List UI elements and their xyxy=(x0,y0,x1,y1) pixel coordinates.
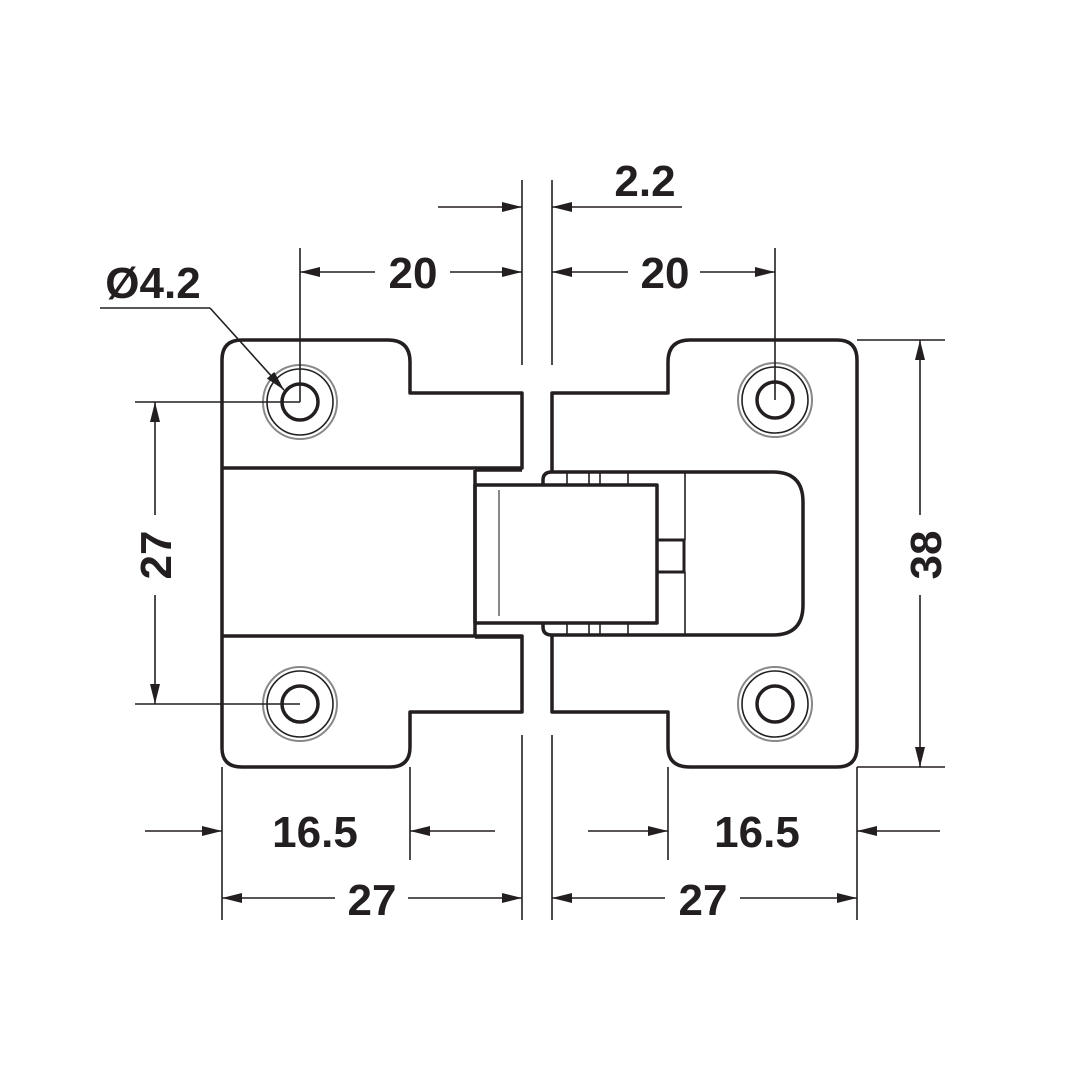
plate-height-label: 38 xyxy=(902,531,951,580)
screw-holes xyxy=(262,362,813,742)
plate-width-right-label: 27 xyxy=(679,876,728,925)
dimension-arrows xyxy=(100,202,940,903)
right-plate-outline xyxy=(550,338,859,769)
hole-diameter-label: Ø4.2 xyxy=(105,259,200,308)
hole-spacing-label: 27 xyxy=(132,531,181,580)
hinge-arm xyxy=(473,468,805,639)
left-plate-outline xyxy=(220,338,524,769)
hole-bottom-right xyxy=(737,666,813,742)
hole-to-gap-right-label: 20 xyxy=(641,249,690,298)
tab-width-right-label: 16.5 xyxy=(714,808,800,857)
gap-label: 2.2 xyxy=(614,157,675,206)
hole-to-gap-left-label: 20 xyxy=(389,249,438,298)
plate-width-left-label: 27 xyxy=(348,876,397,925)
extension-lines xyxy=(135,180,945,920)
tab-width-left-label: 16.5 xyxy=(272,808,358,857)
